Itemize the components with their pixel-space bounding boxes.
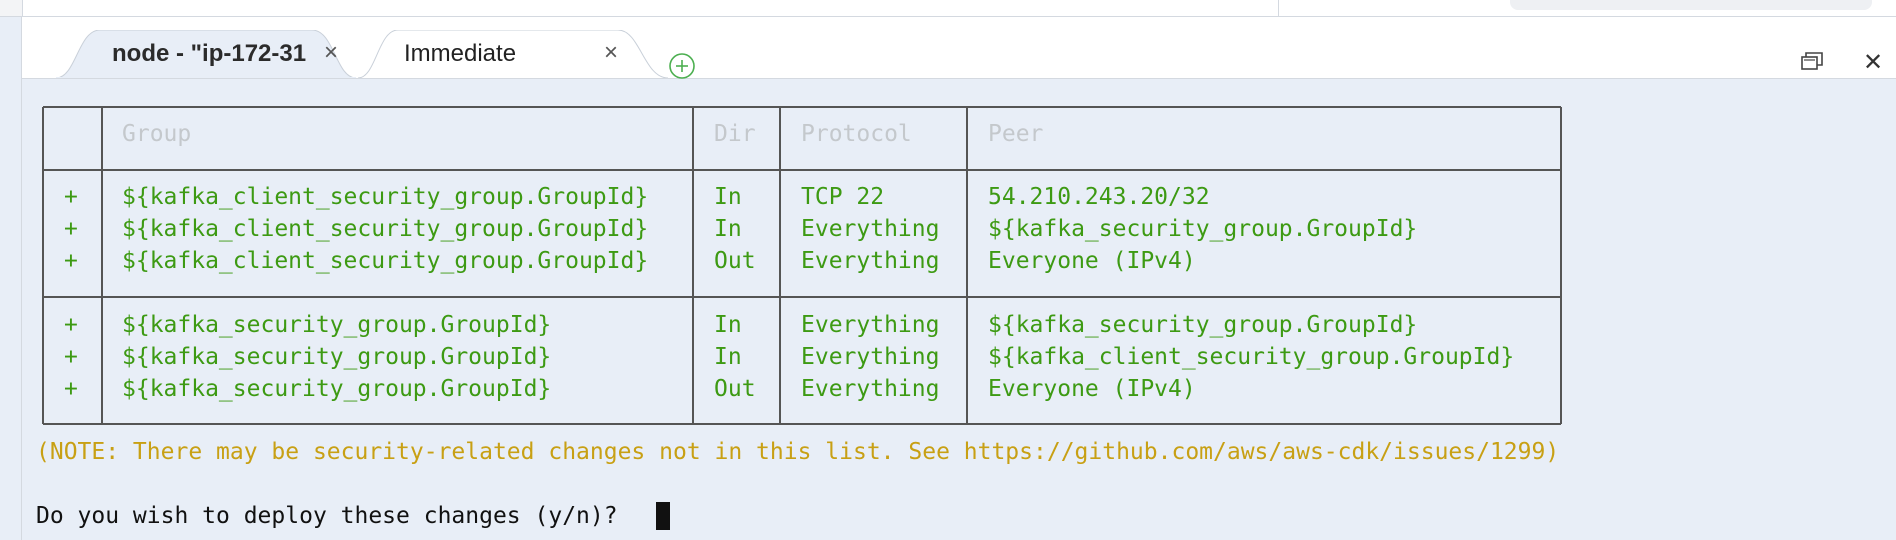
deploy-prompt: Do you wish to deploy these changes (y/n… <box>36 503 632 529</box>
row-group: ${kafka_client_security_group.GroupId} <box>122 216 649 242</box>
upper-pane-scrollbar[interactable] <box>1510 0 1872 10</box>
row-group: ${kafka_security_group.GroupId} <box>122 312 552 338</box>
row-change-marker: + <box>64 216 78 242</box>
tab-bar: node - "ip-172-31 × Immediate × ✕ <box>22 17 1896 79</box>
tab-label: node - "ip-172-31 <box>112 40 307 67</box>
plus-circle-icon[interactable] <box>668 52 696 80</box>
row-change-marker: + <box>64 376 78 402</box>
row-group: ${kafka_security_group.GroupId} <box>122 376 552 402</box>
row-peer: ${kafka_security_group.GroupId} <box>988 216 1418 242</box>
row-protocol: TCP 22 <box>801 184 885 210</box>
row-change-marker: + <box>64 312 78 338</box>
row-dir: In <box>714 344 742 370</box>
restore-icon[interactable] <box>1797 47 1827 77</box>
row-dir: In <box>714 184 742 210</box>
row-change-marker: + <box>64 248 78 274</box>
pane-divider <box>1278 0 1279 16</box>
terminal-cursor[interactable] <box>656 502 670 530</box>
close-icon[interactable]: × <box>324 39 339 66</box>
row-group: ${kafka_client_security_group.GroupId} <box>122 248 649 274</box>
row-protocol: Everything <box>801 344 940 370</box>
row-group: ${kafka_client_security_group.GroupId} <box>122 184 649 210</box>
row-group: ${kafka_security_group.GroupId} <box>122 344 552 370</box>
table-header-dir: Dir <box>714 121 756 147</box>
table-border <box>42 106 1562 425</box>
upper-pane-edge <box>0 0 1896 17</box>
row-protocol: Everything <box>801 216 940 242</box>
panel-border <box>21 16 22 540</box>
row-peer: 54.210.243.20/32 <box>988 184 1210 210</box>
row-dir: In <box>714 216 742 242</box>
table-header-group: Group <box>122 121 192 147</box>
row-protocol: Everything <box>801 248 940 274</box>
close-window-button[interactable]: ✕ <box>1862 48 1884 76</box>
close-icon[interactable]: × <box>604 39 619 66</box>
tab-shape <box>56 30 356 78</box>
row-peer: Everyone (IPv4) <box>988 376 1196 402</box>
row-peer: Everyone (IPv4) <box>988 248 1196 274</box>
tab-shape <box>358 30 668 78</box>
row-peer: ${kafka_security_group.GroupId} <box>988 312 1418 338</box>
row-protocol: Everything <box>801 312 940 338</box>
security-note: (NOTE: There may be security-related cha… <box>36 439 1560 465</box>
row-dir: Out <box>714 376 756 402</box>
row-peer: ${kafka_client_security_group.GroupId} <box>988 344 1515 370</box>
left-gutter <box>0 0 23 16</box>
row-protocol: Everything <box>801 376 940 402</box>
table-header-protocol: Protocol <box>801 121 912 147</box>
terminal-output[interactable]: Group Dir Protocol Peer + ${kafka_client… <box>22 79 1896 540</box>
tab-node-terminal[interactable]: node - "ip-172-31 × <box>56 30 356 78</box>
row-dir: Out <box>714 248 756 274</box>
tab-immediate[interactable]: Immediate × <box>358 30 668 78</box>
table-header-peer: Peer <box>988 121 1044 147</box>
tab-label: Immediate <box>404 40 517 67</box>
row-dir: In <box>714 312 742 338</box>
row-change-marker: + <box>64 344 78 370</box>
row-change-marker: + <box>64 184 78 210</box>
